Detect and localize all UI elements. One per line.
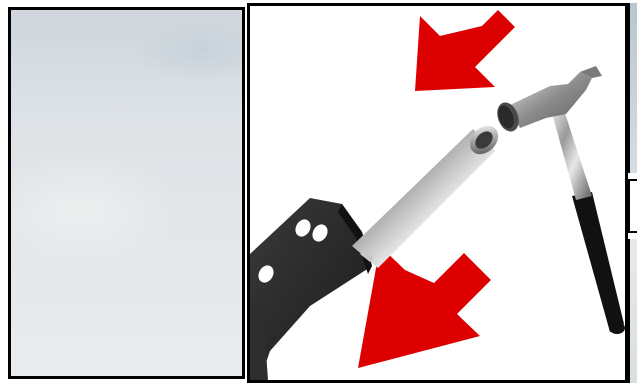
instruction-illustration-panel [247, 3, 628, 383]
cloud [8, 150, 181, 270]
partial-panel [628, 179, 637, 233]
bracket-icon [250, 198, 372, 380]
cloud [131, 20, 245, 80]
metal-tube-icon [352, 120, 504, 268]
partial-panel [628, 3, 637, 173]
sky-photo-panel [8, 7, 245, 379]
adjacent-panels-strip [628, 3, 637, 383]
arrow-down-left-icon [415, 10, 515, 91]
hammer-icon [493, 66, 625, 334]
partial-panel [628, 239, 637, 383]
